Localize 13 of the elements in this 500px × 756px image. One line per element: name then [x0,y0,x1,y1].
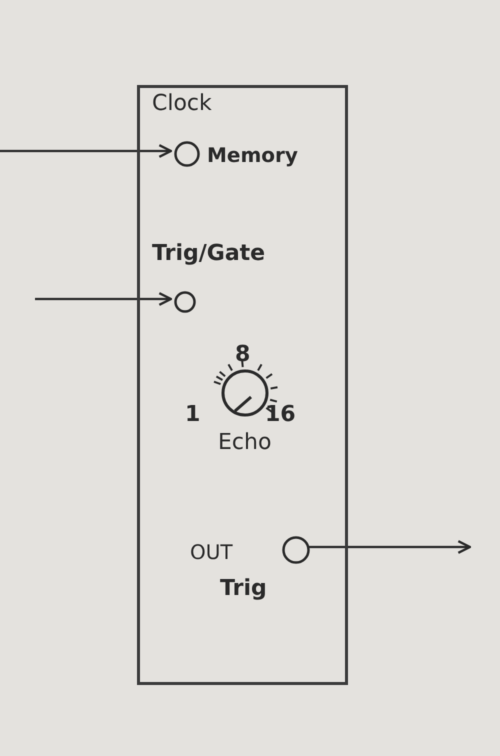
module-panel [137,85,348,685]
jack-label: Trig [220,578,267,600]
scale-number: 1 [185,404,200,426]
arrow [0,144,172,158]
jack-label: Trig/Gate [152,243,266,265]
arrow [35,292,172,306]
knob-label: Echo [218,432,272,454]
jack-label: OUT [190,542,233,562]
jack-label: Clock [152,93,212,115]
jack-label: Memory [207,145,298,165]
arrow [307,540,472,554]
scale-number: 8 [235,344,250,366]
scale-number: 16 [265,404,296,426]
